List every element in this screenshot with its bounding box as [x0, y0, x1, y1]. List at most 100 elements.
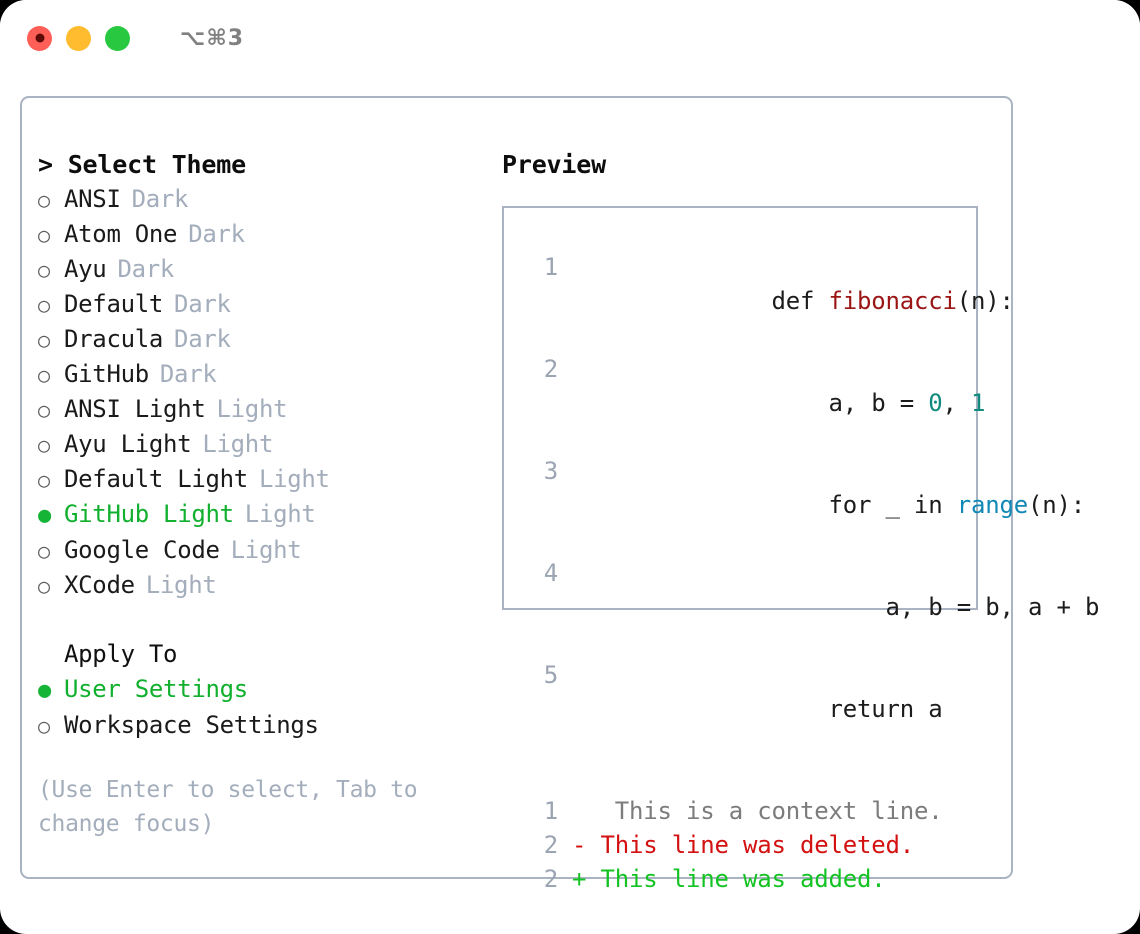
code-token: def [771, 287, 829, 315]
theme-option-ayu-light[interactable]: ○ Ayu Light Light [38, 427, 484, 462]
theme-selection-panel: > Select Theme ○ ANSI Dark ○ Atom One Da… [22, 98, 484, 877]
theme-option-github-light[interactable]: ● GitHub Light Light [38, 497, 484, 533]
apply-option-label: Workspace Settings [64, 711, 319, 739]
theme-option-ansi-dark[interactable]: ○ ANSI Dark [38, 182, 484, 217]
code-token: a, b = [771, 389, 929, 417]
theme-option-default-light[interactable]: ○ Default Light Light [38, 462, 484, 497]
minimize-window-icon[interactable] [66, 25, 91, 51]
theme-option-xcode[interactable]: ○ XCode Light [38, 568, 484, 603]
theme-option-tag: Dark [159, 360, 217, 388]
theme-option-ayu-dark[interactable]: ○ Ayu Dark [38, 252, 484, 287]
theme-option-tag: Light [230, 536, 302, 564]
theme-option-tag: Light [145, 571, 217, 599]
theme-option-default-dark[interactable]: ○ Default Dark [38, 287, 484, 322]
line-number: 5 [543, 661, 558, 689]
code-content: def fibonacci(n): [572, 250, 1014, 352]
theme-option-label: ANSI [64, 185, 121, 213]
theme-option-label: GitHub Light [64, 500, 234, 528]
theme-option-dracula-dark[interactable]: ○ Dracula Dark [38, 322, 484, 357]
code-token: 0 [928, 389, 943, 417]
keyboard-shortcut-label: ⌥⌘3 [180, 25, 245, 51]
apply-to-heading-row: ○ Apply To [38, 637, 484, 672]
close-window-icon[interactable] [27, 25, 52, 51]
theme-option-ansi-light[interactable]: ○ ANSI Light Light [38, 392, 484, 427]
preview-heading: Preview [502, 150, 606, 179]
line-number: 1 [543, 253, 558, 281]
theme-picker-dialog: > Select Theme ○ ANSI Dark ○ Atom One Da… [20, 96, 1099, 893]
theme-option-list[interactable]: ○ ANSI Dark ○ Atom One Dark ○ Ayu Dark [38, 182, 484, 603]
apply-to-option-list[interactable]: ● User Settings ○ Workspace Settings [38, 672, 484, 743]
preview-code-box: 1 def fibonacci(n): 2 a, b = 0, 1 3 [502, 206, 1099, 893]
diff-text: This line was deleted. [586, 831, 914, 859]
keyboard-hint-text: (Use Enter to select, Tab to change focu… [38, 777, 418, 837]
theme-option-tag: Dark [117, 255, 175, 283]
theme-option-tag: Dark [188, 220, 245, 248]
code-line: 3 for _ in range(n): [524, 454, 1085, 556]
code-token: a, b = b, a + b [771, 593, 1100, 621]
radio-icon-selected: ● [38, 503, 51, 528]
apply-option-user-settings[interactable]: ● User Settings [38, 672, 484, 708]
code-token: (n): [1028, 491, 1085, 519]
theme-option-tag: Light [216, 395, 288, 423]
code-token: for _ in [771, 491, 957, 519]
diff-marker: + [572, 865, 587, 893]
theme-option-label: ANSI Light [64, 395, 206, 423]
diff-text: This line was added. [586, 865, 886, 893]
code-line: 1 def fibonacci(n): [524, 250, 1014, 352]
theme-option-label: Atom One [64, 220, 178, 248]
theme-option-label: Dracula [64, 325, 164, 353]
code-content: a, b = b, a + b [572, 556, 1099, 658]
radio-icon: ○ [38, 433, 50, 457]
radio-icon: ○ [38, 293, 50, 317]
theme-option-label: Ayu [64, 255, 107, 283]
select-theme-heading: > Select Theme [38, 150, 246, 179]
line-number: 3 [543, 457, 558, 485]
radio-icon: ○ [38, 468, 50, 492]
code-line: 2 a, b = 0, 1 [524, 352, 986, 454]
code-token: , [942, 389, 971, 417]
radio-icon: ○ [38, 539, 50, 563]
code-line: 4 a, b = b, a + b [524, 556, 1100, 658]
maximize-window-icon[interactable] [105, 25, 130, 51]
line-number: 2 [543, 831, 558, 859]
apply-option-workspace-settings[interactable]: ○ Workspace Settings [38, 708, 484, 743]
radio-icon: ○ [38, 188, 50, 212]
diff-line-deleted: 2 - This line was deleted. [524, 828, 976, 862]
theme-option-github-dark[interactable]: ○ GitHub Dark [38, 357, 484, 392]
theme-option-atom-one-dark[interactable]: ○ Atom One Dark [38, 217, 484, 252]
theme-option-tag: Dark [131, 185, 189, 213]
diff-line-added: 2 + This line was added. [524, 862, 976, 896]
theme-option-label: GitHub [64, 360, 149, 388]
radio-icon: ○ [38, 223, 50, 247]
code-line: 5 return a [524, 658, 976, 760]
code-blank-line [524, 760, 976, 794]
theme-option-label: Default Light [64, 465, 248, 493]
line-number: 4 [543, 559, 558, 587]
radio-icon: ○ [38, 328, 50, 352]
radio-icon: ○ [38, 398, 50, 422]
theme-option-label: Google Code [64, 536, 220, 564]
section-spacer [38, 603, 484, 637]
code-token: return a [771, 695, 943, 723]
diff-line-context: 1 This is a context line. [524, 794, 976, 828]
radio-icon: ○ [38, 574, 50, 598]
traffic-light-buttons [27, 25, 130, 51]
radio-icon: ○ [38, 258, 50, 282]
theme-option-label: Default [64, 290, 164, 318]
theme-option-tag: Dark [174, 325, 231, 353]
title-bar: ⌥⌘3 [0, 0, 1140, 76]
radio-icon: ○ [38, 714, 50, 738]
line-number: 1 [543, 797, 558, 825]
theme-option-google-code[interactable]: ○ Google Code Light [38, 533, 484, 568]
code-content: return a [572, 658, 943, 760]
line-number: 2 [543, 865, 558, 893]
diff-text: This is a context line. [586, 797, 943, 825]
apply-option-label: User Settings [64, 675, 248, 703]
theme-option-tag: Light [244, 500, 316, 528]
radio-icon: ○ [38, 363, 50, 387]
theme-option-label: XCode [64, 571, 135, 599]
theme-option-tag: Dark [174, 290, 231, 318]
theme-option-tag: Light [202, 430, 274, 458]
theme-option-label: Ayu Light [64, 430, 192, 458]
